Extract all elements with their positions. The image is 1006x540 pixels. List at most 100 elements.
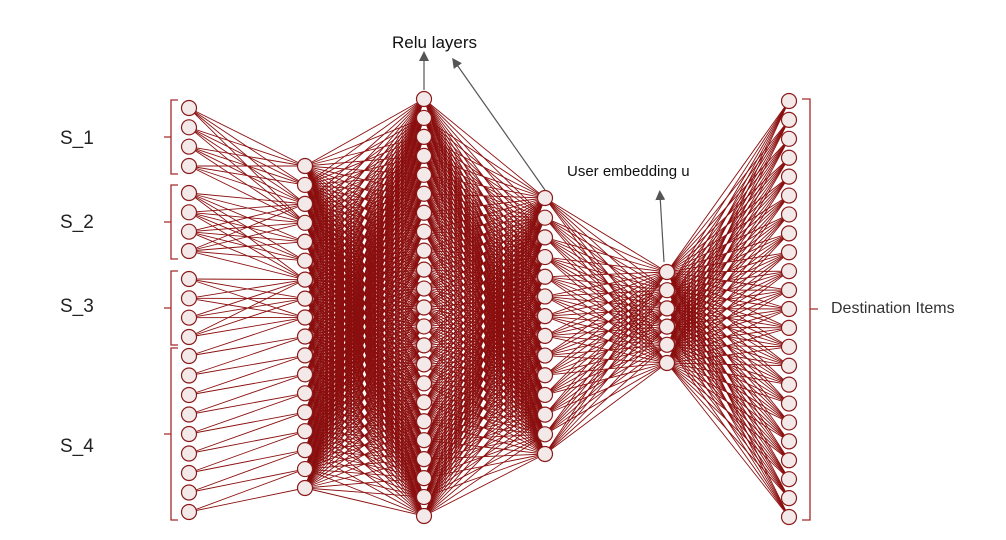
- input-node: [180, 223, 198, 240]
- hidden-node: [296, 328, 314, 345]
- output-node: [780, 452, 798, 469]
- connection-line: [544, 362, 668, 455]
- connection-line: [304, 98, 425, 243]
- connection-line: [188, 336, 306, 376]
- connection-line: [188, 165, 306, 186]
- hidden-node: [415, 413, 433, 430]
- connection-line: [544, 308, 668, 455]
- neurons: [180, 90, 798, 526]
- input-node: [180, 425, 198, 443]
- connection-line: [544, 289, 668, 455]
- connection-line: [423, 374, 546, 517]
- hidden-node: [415, 507, 433, 525]
- output-node: [780, 244, 798, 261]
- connection-line: [544, 307, 668, 337]
- connection-line: [666, 362, 790, 518]
- connection-line: [666, 176, 790, 364]
- connection-line: [304, 98, 425, 205]
- connection-line: [666, 362, 790, 367]
- connection-line: [188, 222, 306, 252]
- hidden-node: [536, 209, 554, 226]
- connection-line: [544, 362, 668, 376]
- hidden-node: [415, 375, 433, 392]
- connection-line: [304, 155, 425, 489]
- connection-line: [544, 308, 668, 376]
- hidden-node: [536, 327, 554, 344]
- hidden-node: [296, 233, 314, 250]
- output-node: [780, 149, 798, 166]
- input-node: [180, 367, 198, 384]
- connection-line: [544, 256, 668, 291]
- connection-line: [423, 197, 546, 460]
- output-node: [780, 471, 798, 488]
- connection-line: [544, 217, 668, 346]
- connection-line: [304, 439, 425, 489]
- connection-line: [188, 354, 306, 396]
- connection-line: [544, 326, 668, 376]
- group-bracket: [164, 99, 178, 175]
- connection-line: [188, 279, 306, 299]
- hidden-node: [296, 442, 314, 459]
- connection-line: [423, 174, 546, 199]
- connection-line: [544, 271, 668, 297]
- connection-line: [188, 468, 306, 513]
- hidden-node: [536, 386, 554, 404]
- connection-line: [423, 197, 546, 308]
- connection-line: [423, 355, 546, 517]
- connection-line: [544, 296, 668, 328]
- hidden-node: [415, 337, 433, 354]
- output-node: [780, 319, 798, 337]
- connection-line: [666, 362, 790, 461]
- connection-line: [188, 392, 306, 435]
- connection-line: [666, 270, 790, 364]
- connection-line: [666, 100, 790, 309]
- connection-line: [666, 327, 790, 364]
- hidden-node: [415, 147, 433, 164]
- hidden-node: [536, 229, 554, 246]
- hidden-node: [296, 176, 314, 194]
- output-node: [780, 433, 798, 450]
- connection-line: [666, 119, 790, 364]
- connection-line: [544, 271, 668, 317]
- input-node: [180, 328, 198, 346]
- connection-line: [544, 197, 668, 291]
- connection-line: [304, 98, 425, 356]
- connection-line: [188, 449, 306, 474]
- hidden-node: [415, 90, 433, 108]
- connection-line: [423, 197, 546, 233]
- connection-line: [666, 100, 790, 291]
- connection-line: [304, 98, 425, 432]
- connection-line: [304, 98, 425, 451]
- connection-line: [188, 336, 306, 357]
- hidden-node: [536, 288, 554, 305]
- output-node: [780, 92, 798, 110]
- group-label-s2: S_2: [60, 212, 94, 233]
- connection-line: [188, 279, 306, 319]
- connection-line: [544, 236, 668, 273]
- hidden-node: [296, 479, 314, 497]
- connection-line: [544, 197, 668, 309]
- input-node: [180, 386, 198, 404]
- connection-line: [666, 100, 790, 327]
- connection-line: [544, 326, 668, 415]
- input-node: [180, 184, 198, 202]
- hidden-node: [415, 166, 433, 183]
- connection-line: [544, 326, 668, 455]
- connection-line: [544, 289, 668, 297]
- connection-line: [188, 354, 306, 376]
- output-node: [780, 338, 798, 355]
- connection-line: [544, 344, 668, 396]
- hidden-node: [536, 426, 554, 443]
- connection-line: [188, 392, 306, 415]
- connection-line: [423, 155, 546, 199]
- connection-line: [544, 197, 668, 327]
- connection-line: [304, 420, 425, 489]
- group-bracket: [164, 270, 178, 346]
- connection-line: [666, 362, 790, 404]
- hidden-node: [296, 385, 314, 402]
- connection-line: [666, 251, 790, 364]
- connection-line: [423, 197, 546, 517]
- connection-line: [188, 203, 306, 233]
- input-node: [180, 445, 198, 462]
- hidden-node: [415, 223, 433, 240]
